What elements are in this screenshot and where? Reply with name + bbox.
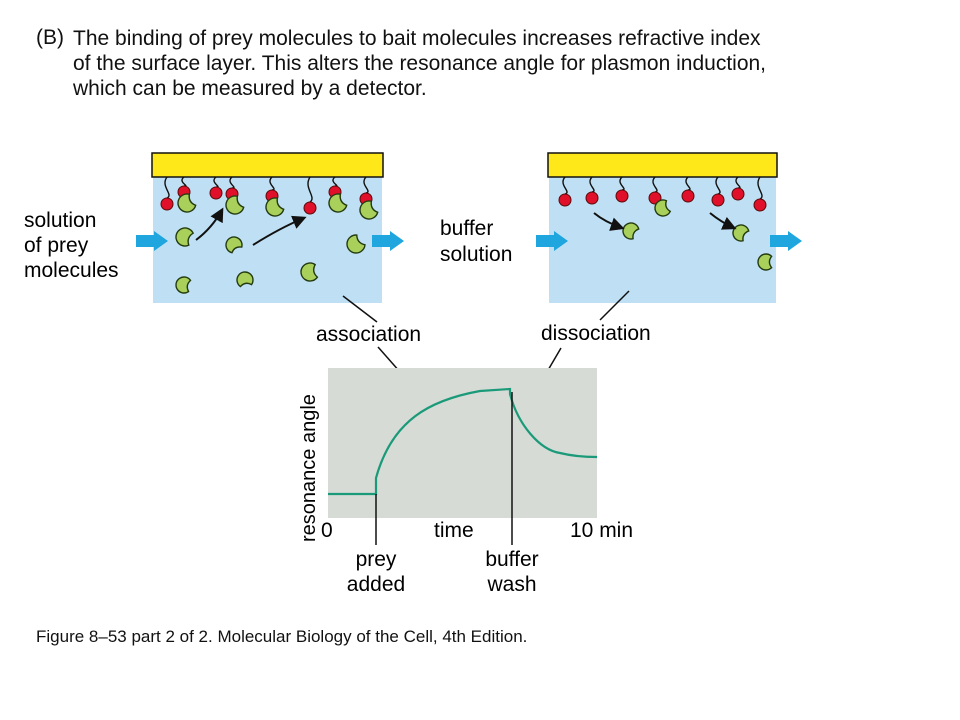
right-chamber-leader: [599, 290, 630, 321]
right-outflow-arrow: [770, 231, 802, 251]
left-inlet-label-2: of prey: [24, 234, 89, 257]
prey-molecule: [175, 227, 195, 247]
panel-letter: (B): [36, 26, 64, 49]
prey-molecule: [236, 271, 254, 288]
heading-line-3: which can be measured by a detector.: [73, 77, 427, 100]
association-label: association: [316, 323, 421, 346]
left-inlet-label-3: molecules: [24, 259, 119, 282]
left-inlet-label-1: solution: [24, 209, 96, 232]
x-axis-label: time: [434, 519, 474, 542]
bait-tether: [562, 176, 568, 195]
bait-molecule: [681, 189, 695, 203]
bait-tether: [757, 176, 763, 200]
right-inflow-arrow: [536, 231, 568, 251]
prey-molecule: [346, 234, 366, 254]
bait-molecule: [711, 193, 725, 207]
left-gold-film: [151, 152, 384, 178]
buffer-wash-label-2: wash: [486, 573, 536, 596]
dissociation-label: dissociation: [541, 322, 651, 345]
figure-caption: Figure 8–53 part 2 of 2. Molecular Biolo…: [36, 627, 528, 646]
heading-line-2: of the surface layer. This alters the re…: [73, 52, 767, 75]
left-chamber-leader: [342, 295, 378, 323]
prey-molecule: [732, 224, 750, 242]
prey-molecule: [300, 262, 319, 282]
right-release-arrow-2: [709, 212, 737, 230]
bait-tether: [652, 176, 658, 193]
bait-molecule: [753, 198, 767, 212]
left-molecules: [160, 176, 379, 294]
bait-molecule: [731, 187, 745, 201]
bait-tether: [164, 176, 170, 199]
prey-molecule: [359, 200, 379, 220]
prey-added-label-1: prey: [356, 548, 397, 571]
panel-heading: The binding of prey molecules to bait mo…: [73, 26, 766, 101]
buffer-wash-label-1: buffer: [485, 548, 538, 571]
left-outflow-arrow: [372, 231, 404, 251]
left-chamber: [151, 152, 384, 303]
left-inflow-arrow: [136, 231, 168, 251]
bait-molecule: [585, 191, 599, 205]
y-axis-label: resonance angle: [298, 394, 320, 542]
bait-molecule: [160, 197, 174, 211]
x-end-label: 10 min: [570, 519, 633, 542]
bait-molecule: [558, 193, 572, 207]
bait-molecule: [209, 186, 223, 200]
bait-molecule: [615, 189, 629, 203]
right-chamber: [547, 152, 778, 303]
prey-molecule: [265, 197, 285, 217]
right-molecules: [558, 176, 773, 271]
bait-tether: [307, 176, 313, 203]
prey-molecule: [225, 236, 243, 254]
left-bind-arrow-2: [252, 215, 307, 246]
bait-tether: [589, 176, 595, 193]
bait-tether: [363, 176, 369, 194]
bait-molecule: [303, 201, 317, 215]
prey-molecule: [757, 253, 773, 271]
right-release-arrow-1: [593, 212, 625, 231]
prey-molecule: [175, 276, 192, 294]
prey-molecule: [225, 195, 245, 215]
prey-molecule: [177, 193, 197, 213]
left-bind-arrow-1: [195, 207, 224, 241]
resonance-graph: resonance angle 0 time 10 min prey added…: [298, 368, 633, 596]
heading-line-1: The binding of prey molecules to bait mo…: [73, 27, 761, 50]
graph-plot-area: [328, 368, 597, 518]
prey-added-label-2: added: [347, 573, 405, 596]
right-gold-film: [547, 152, 778, 178]
bait-tether: [715, 176, 721, 195]
prey-molecule: [622, 222, 640, 240]
right-inlet-label-1: buffer: [440, 217, 493, 240]
x-start-label: 0: [321, 519, 333, 542]
right-inlet-label-2: solution: [440, 243, 512, 266]
prey-molecule: [328, 193, 348, 213]
prey-molecule: [654, 199, 672, 217]
